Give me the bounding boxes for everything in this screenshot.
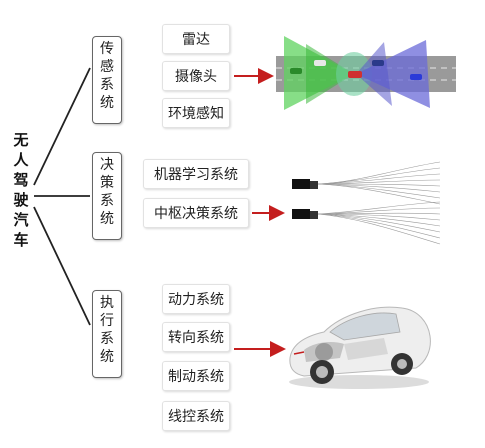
item-machine-learning: 机器学习系统	[143, 159, 249, 189]
vertical-char: 统	[100, 349, 114, 365]
category-sensing-label: 传感系统	[93, 40, 121, 112]
truck-trajectory-illustration	[292, 161, 441, 245]
category-sensing: 传感系统	[92, 36, 122, 124]
vertical-char: 统	[100, 211, 114, 227]
vertical-char: 策	[100, 175, 114, 191]
vertical-char: 无	[13, 131, 29, 149]
vertical-char: 系	[100, 193, 114, 209]
vertical-char: 统	[100, 95, 114, 111]
vertical-char: 执	[100, 295, 114, 311]
vertical-char: 感	[100, 59, 114, 75]
vertical-char: 传	[100, 41, 114, 57]
vertical-char: 驾	[13, 171, 29, 189]
item-camera: 摄像头	[162, 61, 230, 91]
vertical-char: 车	[13, 231, 29, 249]
root-title-text: 无人驾驶汽车	[10, 130, 32, 250]
vertical-char: 汽	[13, 211, 29, 229]
item-braking-system: 制动系统	[162, 361, 230, 391]
highway-radar-illustration	[276, 36, 456, 110]
item-steering-system: 转向系统	[162, 322, 230, 352]
car-cutaway-illustration	[289, 306, 431, 389]
category-execution-label: 执行系统	[93, 294, 121, 366]
item-central-decision: 中枢决策系统	[143, 198, 249, 228]
item-environment-perception: 环境感知	[162, 98, 230, 128]
item-by-wire-system: 线控系统	[162, 401, 230, 431]
vertical-char: 人	[13, 151, 29, 169]
category-execution: 执行系统	[92, 290, 122, 378]
vertical-char: 决	[100, 157, 114, 173]
vertical-char: 系	[100, 77, 114, 93]
vertical-char: 系	[100, 331, 114, 347]
vertical-char: 驶	[13, 191, 29, 209]
category-decision: 决策系统	[92, 152, 122, 240]
item-radar: 雷达	[162, 24, 230, 54]
root-title: 无人驾驶汽车	[10, 130, 32, 250]
vertical-char: 行	[100, 313, 114, 329]
item-power-system: 动力系统	[162, 284, 230, 314]
category-decision-label: 决策系统	[93, 156, 121, 228]
